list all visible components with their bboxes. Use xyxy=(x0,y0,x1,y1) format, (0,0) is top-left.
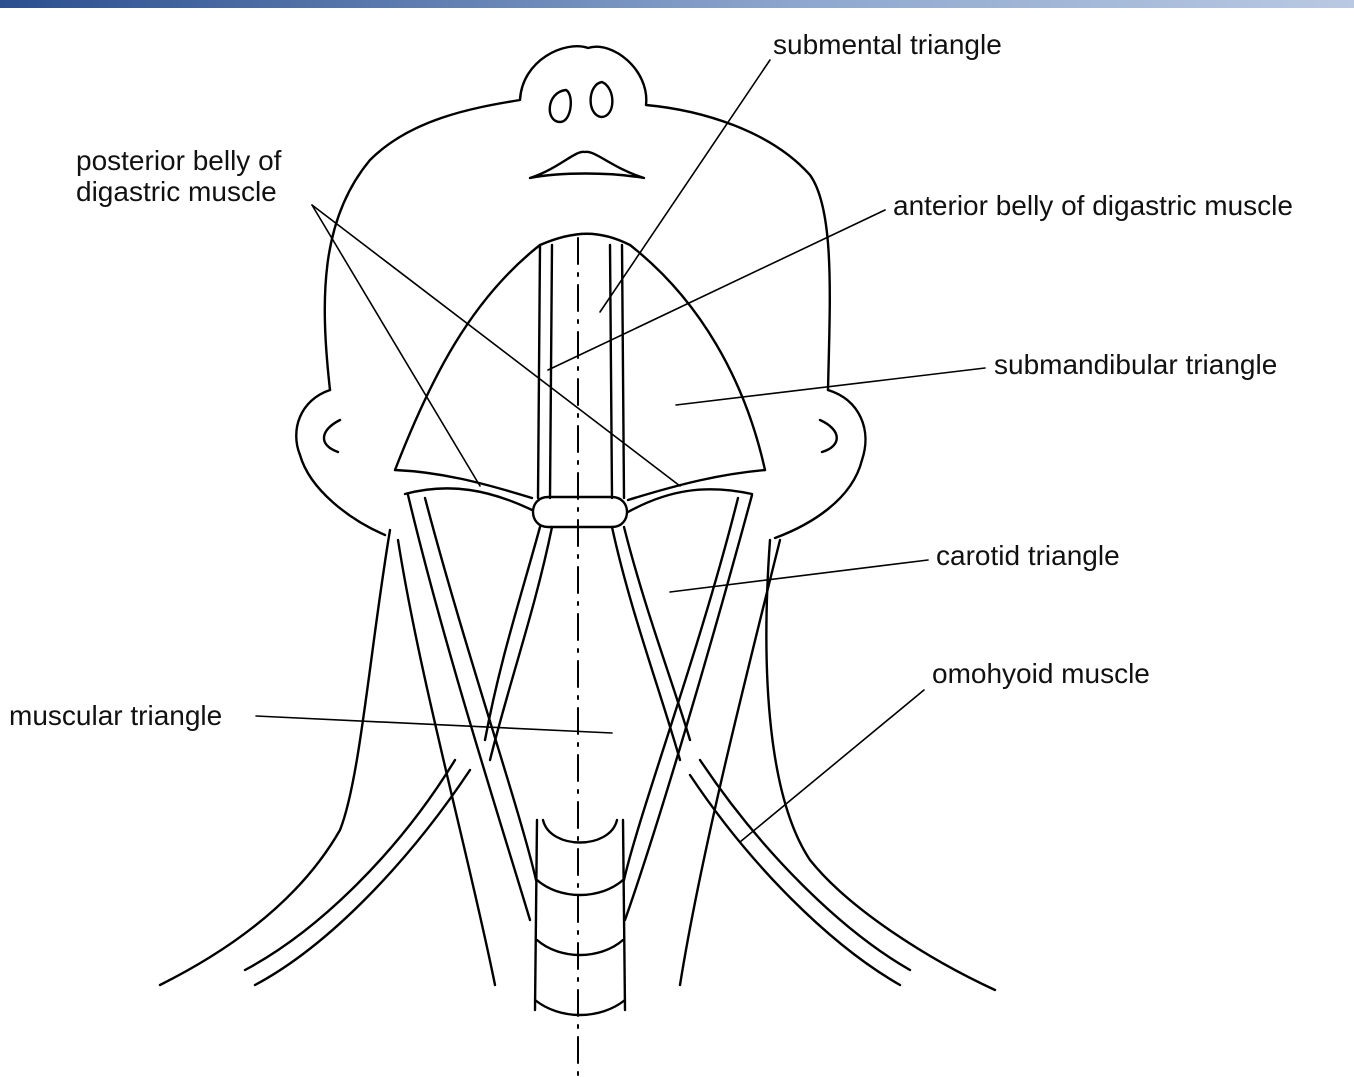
leader-carotid xyxy=(670,560,928,592)
anterior-bellies xyxy=(538,245,624,498)
label-carotid-triangle: carotid triangle xyxy=(936,540,1120,571)
leader-omohyoid xyxy=(740,690,924,842)
digastric-triangles xyxy=(395,234,765,512)
leader-lines xyxy=(256,60,985,842)
label-omohyoid-muscle: omohyoid muscle xyxy=(932,658,1150,689)
label-submental-triangle: submental triangle xyxy=(773,29,1002,60)
infrahyoid-muscles xyxy=(485,527,690,760)
label-muscular-triangle: muscular triangle xyxy=(9,700,222,731)
head-outline xyxy=(296,46,865,538)
label-posterior-belly-digastric: posterior belly of digastric muscle xyxy=(76,145,281,207)
trachea-rings xyxy=(535,820,625,1015)
label-submandibular-triangle: submandibular triangle xyxy=(994,349,1277,380)
nose-and-mouth xyxy=(530,82,644,178)
leader-posterior-belly-right xyxy=(312,205,680,486)
label-posterior-belly-line1: posterior belly of xyxy=(76,145,281,176)
sternocleidomastoid-muscles xyxy=(408,495,752,920)
leader-submandibular xyxy=(676,368,985,405)
label-anterior-belly-digastric: anterior belly of digastric muscle xyxy=(893,190,1293,221)
label-posterior-belly-line2: digastric muscle xyxy=(76,176,281,207)
leader-submental xyxy=(600,60,770,312)
hyoid-bone xyxy=(533,497,627,527)
